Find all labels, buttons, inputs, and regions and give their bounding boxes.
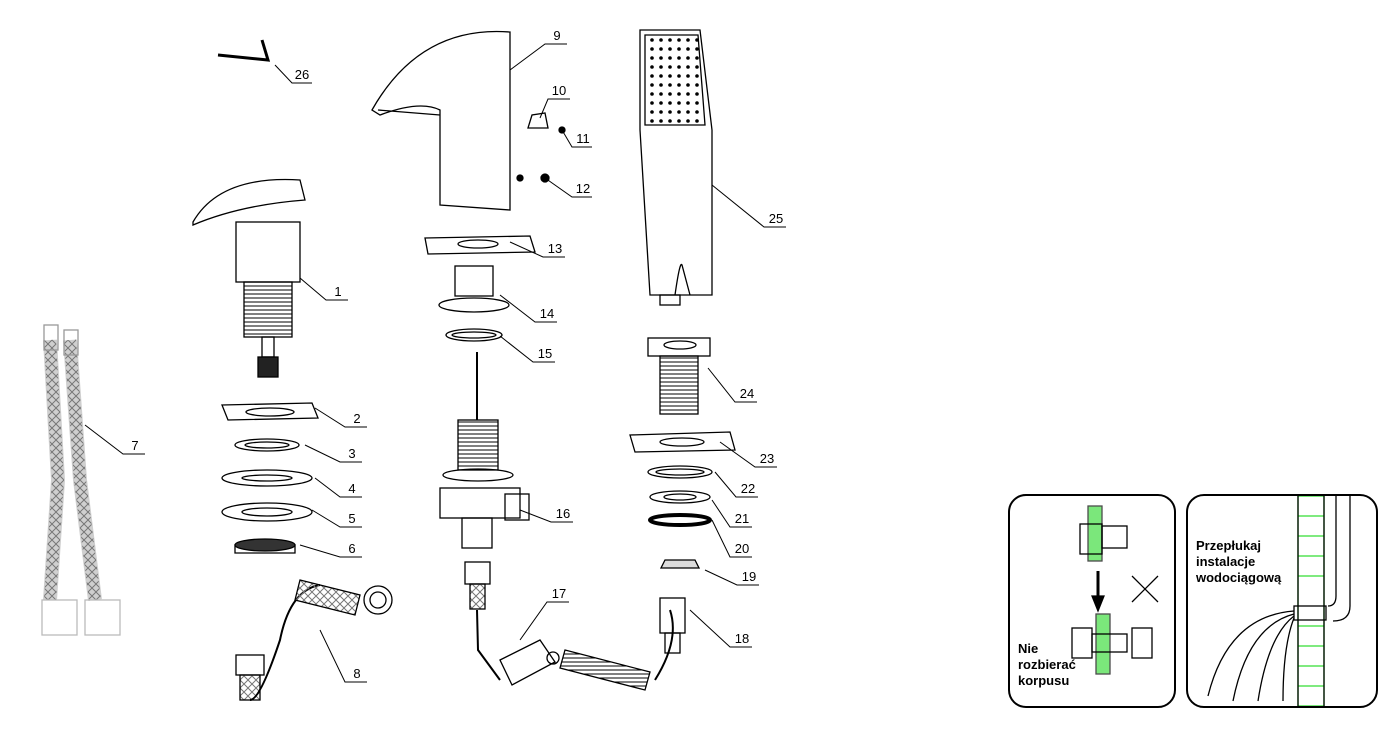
no-disassemble-text: Nie rozbierać korpusu (1018, 641, 1076, 689)
part-9-spout (371, 30, 511, 211)
part-label: 16 (555, 506, 571, 521)
part-label: 15 (537, 346, 553, 361)
part-label: 25 (768, 211, 784, 226)
part-label: 22 (740, 481, 756, 496)
no-disassemble-panel: Nie rozbierać korpusu (1008, 494, 1176, 708)
text-line: Przepłukaj (1196, 538, 1262, 553)
part-label: 5 (348, 511, 356, 526)
text-line: rozbierać (1018, 657, 1076, 672)
part-17-hose (464, 561, 674, 691)
part-26-hex-key (217, 39, 271, 62)
flush-installation-text: Przepłukaj instalacje wodociągową (1196, 538, 1281, 586)
part-label: 17 (551, 586, 567, 601)
part-label: 24 (739, 386, 755, 401)
part-label: 26 (294, 67, 310, 82)
part-16-diverter-valve (439, 352, 530, 549)
part-label: 19 (741, 569, 757, 584)
text-line: wodociągową (1196, 570, 1282, 585)
part-8-hose (235, 579, 393, 701)
text-line: korpusu (1018, 673, 1070, 688)
parts-19-24-mount-set (629, 337, 736, 569)
bolt-disassembly-icon (1071, 505, 1159, 675)
part-13-14-15-flange-nut (424, 235, 536, 342)
part-label: 14 (539, 306, 555, 321)
part-label: 6 (348, 541, 356, 556)
part-label: 20 (734, 541, 750, 556)
part-label: 23 (759, 451, 775, 466)
leader-lines (84, 43, 786, 683)
part-label: 2 (353, 411, 361, 426)
part-18-connector (659, 597, 686, 654)
part-label: 7 (131, 438, 139, 453)
part-1-mixer-body (192, 178, 306, 378)
part-label: 9 (553, 28, 561, 43)
part-label: 4 (348, 481, 356, 496)
part-label: 18 (734, 631, 750, 646)
wall-pipe-flush-icon (1207, 495, 1351, 707)
part-label: 12 (575, 181, 591, 196)
parts-10-12-lever-screws (516, 112, 566, 183)
part-label: 1 (334, 284, 342, 299)
part-7-braided-hoses (41, 324, 121, 636)
parts-2-6-washers (221, 402, 319, 554)
part-label: 3 (348, 446, 356, 461)
part-label: 13 (547, 241, 563, 256)
part-label: 10 (551, 83, 567, 98)
text-line: instalacje (1196, 554, 1256, 569)
part-label: 21 (734, 511, 750, 526)
part-label: 11 (576, 131, 590, 146)
text-line: Nie (1018, 641, 1039, 656)
flush-installation-panel: Przepłukaj instalacje wodociągową (1186, 494, 1378, 708)
part-label: 8 (353, 666, 361, 681)
part-25-hand-shower (639, 29, 713, 306)
